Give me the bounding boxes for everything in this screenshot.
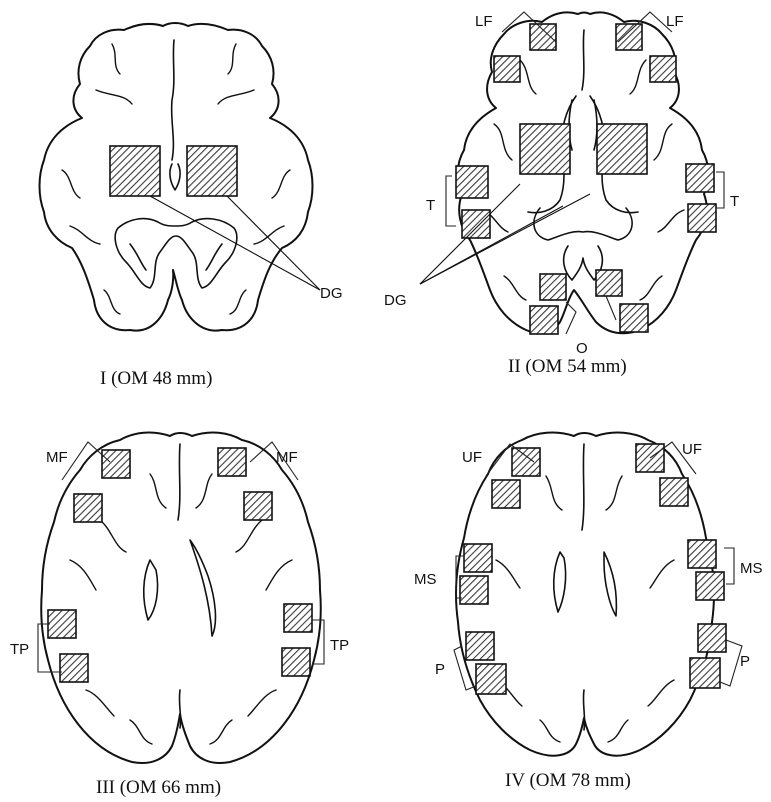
panel-2-roi-o-right-1 xyxy=(596,270,622,296)
panel-3-label-tp-right: TP xyxy=(330,637,349,654)
panel-4-label-uf-left: UF xyxy=(462,449,482,466)
panel-1-roi-right-dg xyxy=(187,146,237,196)
panel-3-roi-tp-right-1 xyxy=(284,604,312,632)
panel-4-roi-ms-right-1 xyxy=(688,540,716,568)
panel-2: LF LF T T DG O II (OM 54 mm) xyxy=(384,12,739,377)
panel-2-label-t-left: T xyxy=(426,197,435,214)
panel-2-label-lf-left: LF xyxy=(475,13,493,30)
panel-2-roi-dg-right xyxy=(597,124,647,174)
panel-1: DG I (OM 48 mm) xyxy=(40,23,343,389)
panel-2-roi-t-right-2 xyxy=(688,204,716,232)
panel-3-label-mf-left: MF xyxy=(46,449,68,466)
panel-4-roi-p-right-2 xyxy=(690,658,720,688)
panel-3-roi-tp-left-2 xyxy=(60,654,88,682)
panel-1-brain-outline xyxy=(40,23,313,331)
panel-2-label-lf-right: LF xyxy=(666,13,684,30)
panel-2-label-dg: DG xyxy=(384,292,407,309)
panel-3-roi-mf-left-2 xyxy=(74,494,102,522)
panel-3-roi-mf-right-2 xyxy=(244,492,272,520)
panel-4-roi-ms-left-1 xyxy=(464,544,492,572)
panel-4-label-p-left: P xyxy=(435,661,445,678)
panel-3-label-mf-right: MF xyxy=(276,449,298,466)
panel-4-roi-p-left-2 xyxy=(476,664,506,694)
panel-4-label-uf-right: UF xyxy=(682,441,702,458)
panel-2-caption: II (OM 54 mm) xyxy=(508,356,627,377)
panel-3: MF MF TP TP III (OM 66 mm) xyxy=(10,433,349,798)
panel-3-roi-mf-left-1 xyxy=(102,450,130,478)
panel-2-roi-t-left-2 xyxy=(462,210,490,238)
panel-4-roi-p-left-1 xyxy=(466,632,494,660)
panel-3-caption: III (OM 66 mm) xyxy=(96,777,221,798)
panel-4-roi-uf-left-2 xyxy=(492,480,520,508)
panel-4-roi-uf-right-2 xyxy=(660,478,688,506)
panel-2-roi-lf-left-2 xyxy=(494,56,520,82)
panel-4-label-ms-right: MS xyxy=(740,560,763,577)
panel-1-caption: I (OM 48 mm) xyxy=(100,368,212,389)
panel-4-roi-p-right-1 xyxy=(698,624,726,652)
panel-3-label-tp-left: TP xyxy=(10,641,29,658)
panel-2-roi-o-left-1 xyxy=(540,274,566,300)
panel-4-label-p-right: P xyxy=(740,653,750,670)
panel-2-roi-dg-left xyxy=(520,124,570,174)
panel-2-label-o: O xyxy=(576,340,588,357)
panel-1-label-dg: DG xyxy=(320,285,343,302)
panel-4-label-ms-left: MS xyxy=(414,571,437,588)
panel-2-label-t-right: T xyxy=(730,193,739,210)
panel-4-roi-ms-right-2 xyxy=(696,572,724,600)
panel-3-roi-mf-right-1 xyxy=(218,448,246,476)
panel-4: UF UF MS MS P P IV (OM 78 mm) xyxy=(414,433,763,791)
panel-1-roi-left-dg xyxy=(110,146,160,196)
panel-3-roi-tp-right-2 xyxy=(282,648,310,676)
panel-3-roi-tp-left-1 xyxy=(48,610,76,638)
panel-2-roi-t-right-1 xyxy=(686,164,714,192)
panel-2-roi-t-left-1 xyxy=(456,166,488,198)
panel-4-roi-uf-left-1 xyxy=(512,448,540,476)
panel-2-roi-lf-right-1 xyxy=(616,24,642,50)
panel-2-roi-o-right-2 xyxy=(620,304,648,332)
panel-4-roi-ms-left-2 xyxy=(460,576,488,604)
panel-2-roi-o-left-2 xyxy=(530,306,558,334)
panel-2-roi-lf-left-1 xyxy=(530,24,556,50)
panel-2-roi-lf-right-2 xyxy=(650,56,676,82)
panel-4-caption: IV (OM 78 mm) xyxy=(505,770,631,791)
